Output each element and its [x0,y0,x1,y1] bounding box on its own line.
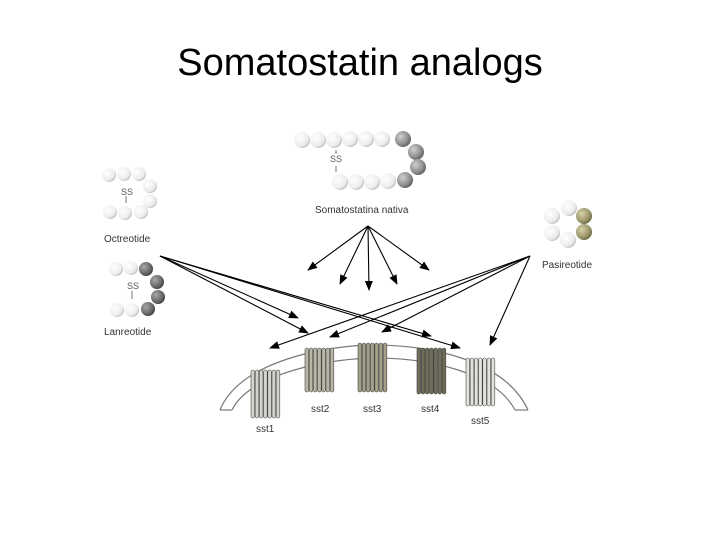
helix [469,357,475,407]
helix [313,347,318,393]
helix [374,342,379,393]
helix [420,347,426,395]
helix [308,347,314,393]
native-somatostatin-molecule: SS Somatostatina nativa [294,131,426,216]
helix [416,347,421,395]
octreotide-ss-bridge: SS [121,187,133,197]
receptor-label-sst3: sst3 [363,404,382,415]
helix [259,369,264,419]
helix [361,342,367,393]
pasireotide-molecule: Pasireotide [542,200,592,271]
helix [486,357,491,407]
helix [366,342,371,393]
receptor-label-sst1: sst1 [256,424,275,435]
helix [437,347,442,395]
helix [263,369,268,419]
helix [478,357,483,407]
helix [325,347,330,393]
arrow-lanreotide-sst2 [159,255,299,319]
arrow-native-sst5 [367,225,430,271]
helix [304,347,309,393]
helix [441,347,447,395]
receptor-label-sst5: sst5 [471,416,490,427]
arrow-pasireotide-sst5 [489,255,531,346]
helix [474,357,479,407]
receptor-sst1 [250,369,281,419]
helix [482,357,487,407]
arrow-octreotide-sst2 [159,255,309,334]
arrow-native-sst3 [339,225,369,285]
helix [317,347,322,393]
arrow-pasireotide-sst1 [269,255,531,349]
helix [254,369,260,419]
arrow-native-sst2 [307,225,369,271]
helix [433,347,438,395]
receptor-sst4 [416,347,447,395]
receptors [250,342,496,419]
receptor-label-sst4: sst4 [421,404,440,415]
pasireotide-label: Pasireotide [542,260,592,271]
native-beads [294,131,426,190]
helix [378,342,383,393]
arrow-native-sst3b [364,225,373,291]
helix [382,342,388,393]
lanreotide-molecule: SS Lanreotide [104,261,165,338]
helix [429,347,434,395]
helix [357,342,362,393]
lanreotide-ss-bridge: SS [127,281,139,291]
arrow-pasireotide-sst3 [381,255,531,333]
helix [267,369,272,419]
helix [329,347,335,393]
helix [321,347,326,393]
receptor-label-sst2: sst2 [311,404,330,415]
receptor-sst2 [304,347,335,393]
octreotide-beads [102,167,157,220]
native-label: Somatostatina nativa [315,205,409,216]
pasireotide-beads [544,200,592,248]
slide-title: Somatostatin analogs [177,42,543,84]
arrow-pasireotide-sst2 [329,255,531,338]
helix [465,357,470,407]
helix [250,369,255,419]
arrow-native-sst4 [367,225,398,285]
helix [271,369,276,419]
arrow-lanreotide-sst5 [159,255,432,338]
native-ss-bridge: SS [330,154,342,164]
binding-arrows [159,225,531,350]
helix [275,369,281,419]
receptor-sst3 [357,342,388,393]
octreotide-molecule: SS Octreotide [102,167,157,245]
helix [370,342,375,393]
helix [425,347,430,395]
receptor-labels: sst1 sst2 sst3 sst4 sst5 [256,404,490,435]
helix [490,357,496,407]
lanreotide-label: Lanreotide [104,327,152,338]
octreotide-label: Octreotide [104,234,151,245]
lanreotide-beads [109,261,165,317]
receptor-sst5 [465,357,496,407]
